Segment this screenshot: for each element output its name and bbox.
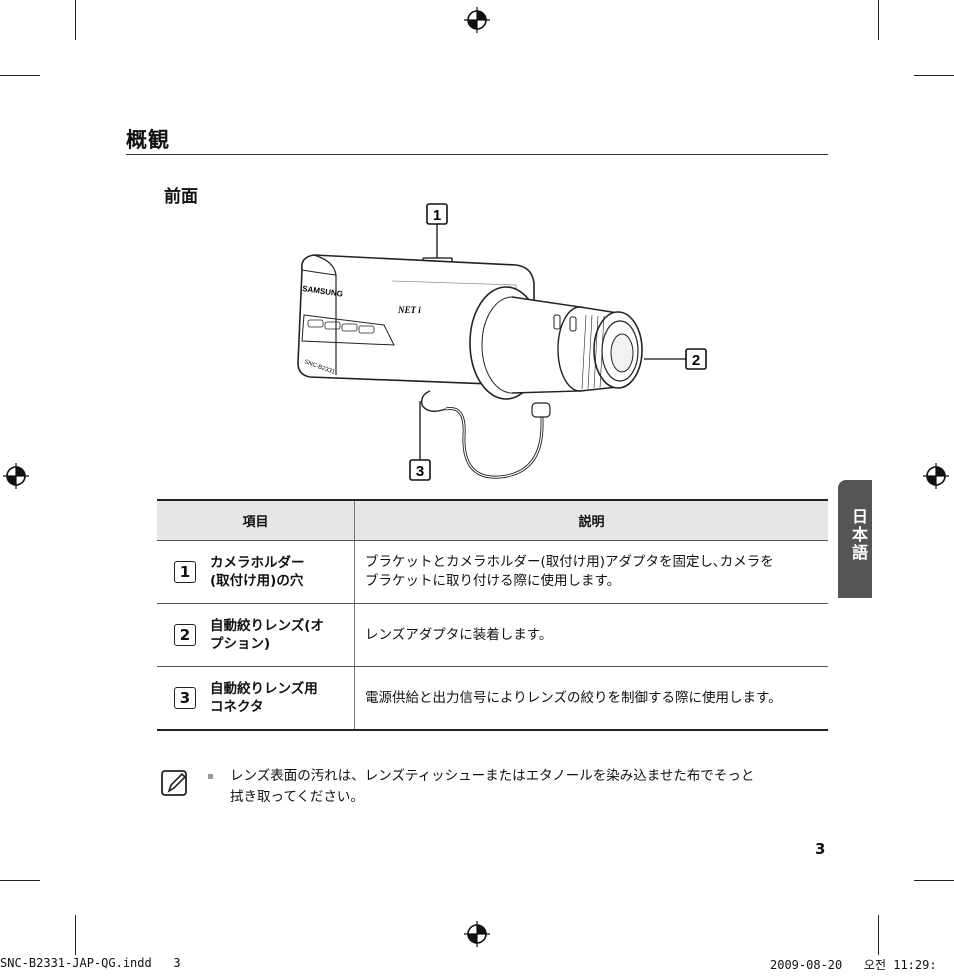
callout-2-box — [685, 348, 707, 370]
registration-mark-icon — [923, 463, 949, 489]
table-row: 2 自動絞りレンズ(オ プション) レンズアダプタに装着します。 — [157, 603, 828, 667]
crop-mark — [914, 880, 954, 881]
crop-mark — [914, 75, 954, 76]
item-description: ブラケットとカメラホルダー(取付け用)アダプタを固定し､カメラを ブラケットに取… — [354, 540, 828, 604]
section-title: 概観 — [126, 128, 170, 152]
item-name: 自動絞りレンズ(オ プション) — [210, 618, 324, 652]
item-number-badge: 2 — [174, 624, 196, 646]
item-name: カメラホルダー (取付け用)の穴 — [210, 555, 305, 589]
crop-mark — [75, 915, 76, 955]
crop-mark — [0, 75, 40, 76]
registration-mark-icon — [464, 7, 490, 33]
item-number-badge: 3 — [174, 687, 196, 709]
camera-illustration: 1 SAMSUNG NET i SNC-B2331 2 3 — [297, 203, 707, 481]
callout-3-box — [409, 459, 431, 481]
table-row: 1 カメラホルダー (取付け用)の穴 ブラケットとカメラホルダー(取付け用)アダ… — [157, 540, 828, 604]
language-tab-label: 日本語 — [849, 508, 868, 562]
note-icon — [161, 770, 187, 796]
note-bullet — [208, 774, 213, 779]
table-header-row: 項目 説明 — [157, 499, 828, 541]
logo-text: NET i — [397, 305, 421, 315]
callout-2-label: 2 — [692, 352, 700, 369]
callout-3-label: 3 — [416, 463, 424, 480]
item-description: レンズアダプタに装着します。 — [354, 603, 828, 667]
crop-mark — [75, 0, 76, 40]
crop-mark — [878, 0, 879, 40]
title-divider — [126, 154, 828, 155]
parts-table: 項目 説明 1 カメラホルダー (取付け用)の穴 ブラケットとカメラホルダー(取… — [157, 499, 828, 731]
crop-mark — [0, 880, 40, 881]
registration-mark-icon — [3, 463, 29, 489]
crop-mark — [878, 915, 879, 955]
page-number: 3 — [815, 840, 826, 858]
item-name: 自動絞りレンズ用 コネクタ — [210, 681, 318, 715]
header-item: 項目 — [157, 499, 355, 541]
footer-filename: SNC-B2331-JAP-QG.indd 3 — [0, 956, 181, 970]
note-text: レンズ表面の汚れは、レンズティッシューまたはエタノールを染み込ませた布でそっと … — [230, 768, 755, 805]
footer-date: 2009-08-20 오전 11:29: — [770, 958, 937, 972]
registration-mark-icon — [464, 921, 490, 947]
table-row: 3 自動絞りレンズ用 コネクタ 電源供給と出力信号によりレンズの絞りを制御する際… — [157, 666, 828, 731]
item-number-badge: 1 — [174, 561, 196, 583]
header-description: 説明 — [354, 499, 828, 541]
language-tab: 日本語 — [838, 480, 872, 598]
subsection-title: 前面 — [164, 187, 198, 207]
item-description: 電源供給と出力信号によりレンズの絞りを制御する際に使用します。 — [354, 666, 828, 731]
callout-1-label: 1 — [433, 207, 441, 224]
